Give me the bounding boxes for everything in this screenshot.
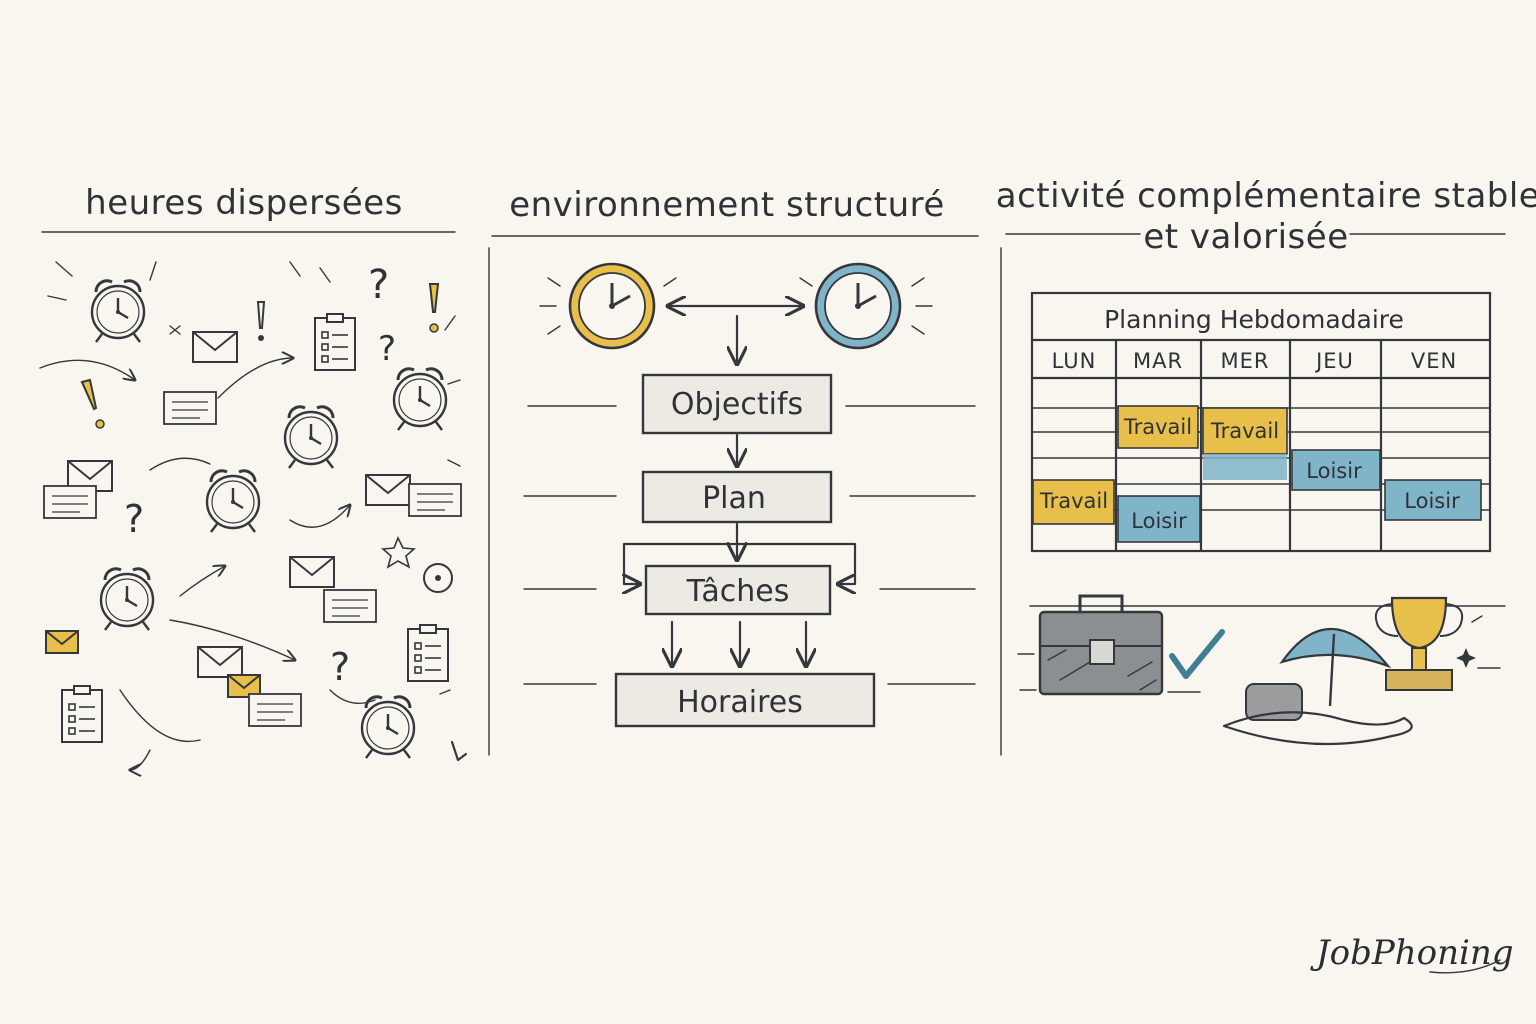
chaos-cluster: ? ? ? ? — [39, 261, 468, 770]
exclamation-icon — [428, 283, 440, 333]
day-header: MER — [1221, 349, 1270, 373]
svg-text:Plan: Plan — [702, 481, 766, 516]
alarm-clock-icon — [283, 405, 339, 470]
svg-text:Horaires: Horaires — [677, 685, 803, 720]
day-header: VEN — [1411, 349, 1457, 373]
svg-text:Tâches: Tâches — [686, 574, 790, 609]
planning-entry: Loisir — [1384, 479, 1482, 521]
flow-box-horaires: Horaires — [614, 672, 876, 728]
day-header: LUN — [1052, 349, 1097, 373]
alarm-clock-icon — [392, 367, 448, 432]
svg-text:Loisir: Loisir — [1404, 489, 1460, 513]
planning-entry: Travail — [1032, 479, 1115, 525]
planning-entry: Loisir — [1117, 495, 1201, 543]
trophy-icon — [1374, 596, 1501, 691]
envelope-icon — [197, 646, 243, 678]
clock-icon — [539, 262, 681, 350]
paper-icon — [163, 391, 217, 425]
question-icon: ? — [378, 329, 396, 369]
paper-icon — [43, 485, 97, 519]
day-header: JEU — [1314, 349, 1354, 373]
flow-box-plan: Plan — [641, 470, 833, 524]
planning-entry: Loisir — [1291, 449, 1381, 491]
envelope-icon — [365, 474, 411, 506]
briefcase-icon — [1038, 594, 1164, 696]
flow-box-taches: Tâches — [644, 564, 832, 616]
svg-text:Travail: Travail — [1039, 489, 1108, 513]
day-header: MAR — [1133, 349, 1183, 373]
reward-illustrations — [1017, 594, 1506, 746]
svg-text:Objectifs: Objectifs — [671, 387, 803, 422]
paper-icon — [323, 589, 377, 623]
exclamation-icon — [256, 301, 266, 341]
planning-entry: Travail — [1117, 405, 1199, 449]
clipboard-icon — [407, 624, 449, 682]
clipboard-icon — [61, 685, 103, 743]
alarm-clock-icon — [360, 695, 416, 760]
panel-title-structured: environnement structuré — [509, 185, 945, 225]
paper-icon — [248, 693, 302, 727]
clock-icon — [799, 262, 933, 350]
alarm-clock-icon — [205, 469, 261, 534]
check-icon — [1169, 629, 1225, 679]
brand-logo: JobPhoning — [1310, 933, 1514, 973]
exclamation-icon — [80, 378, 105, 429]
svg-text:Travail: Travail — [1210, 419, 1279, 443]
paper-icon — [408, 483, 462, 517]
svg-text:Loisir: Loisir — [1306, 459, 1362, 483]
envelope-icon — [45, 630, 79, 654]
alarm-clock-icon — [90, 279, 146, 344]
question-icon: ? — [330, 645, 350, 689]
flow-box-objectifs: Objectifs — [641, 373, 833, 435]
weekly-planning: Planning Hebdomadaire LUN MAR MER JEU VE… — [1030, 291, 1492, 553]
structured-flow: Objectifs Plan Tâches Horaires — [523, 262, 976, 728]
planning-entry: Travail — [1202, 407, 1288, 455]
svg-text:Travail: Travail — [1123, 415, 1192, 439]
question-icon: ? — [368, 262, 389, 308]
panel-title-dispersed: heures dispersées — [85, 183, 403, 223]
svg-text:Loisir: Loisir — [1131, 509, 1187, 533]
question-icon: ? — [124, 497, 144, 541]
envelope-icon — [192, 331, 238, 363]
alarm-clock-icon — [99, 567, 155, 632]
panel-title-stable-line2: et valorisée — [1143, 217, 1348, 257]
clipboard-icon — [314, 313, 356, 371]
umbrella-icon — [1222, 627, 1413, 746]
envelope-icon — [289, 556, 335, 588]
planning-title: Planning Hebdomadaire — [1104, 305, 1404, 334]
panel-title-stable-line1: activité complémentaire stable — [996, 176, 1536, 216]
